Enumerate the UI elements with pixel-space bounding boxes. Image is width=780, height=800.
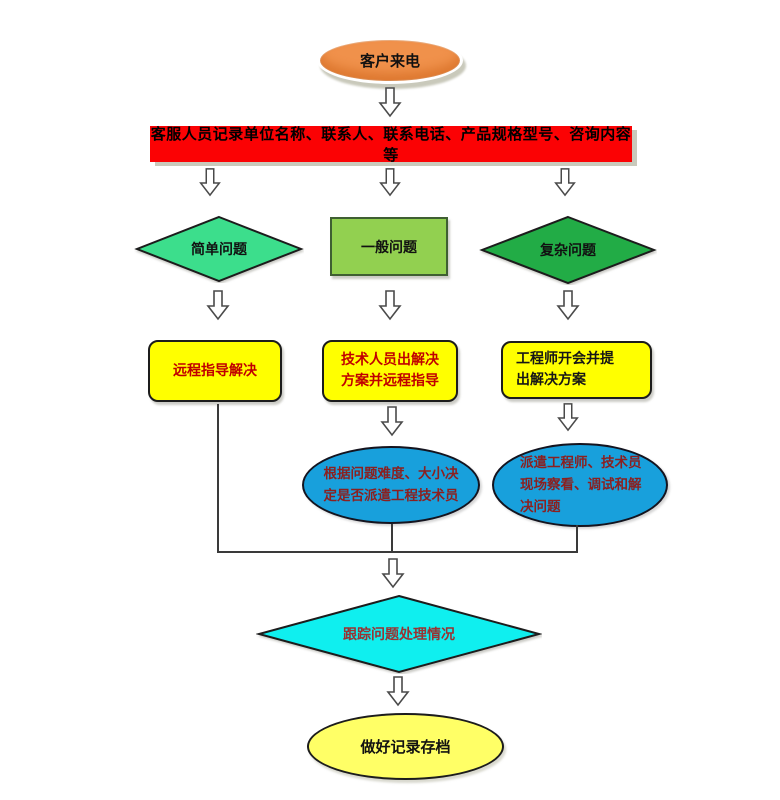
connector-horizontal bbox=[217, 551, 578, 553]
down-arrow-icon bbox=[378, 290, 402, 321]
down-arrow-icon bbox=[379, 168, 401, 197]
general-problem-node: 一般问题 bbox=[330, 217, 448, 276]
track-progress-diamond bbox=[256, 594, 542, 674]
down-arrow-icon bbox=[554, 168, 576, 197]
dispatch-engineer-node: 派遣工程师、技术员 现场察看、调试和解 决问题 bbox=[492, 443, 668, 527]
engineer-meeting-node: 工程师开会并提 出解决方案 bbox=[501, 341, 652, 399]
tech-solution-line2: 方案并远程指导 bbox=[341, 373, 439, 389]
start-node-customer-call: 客户来电 bbox=[317, 37, 463, 84]
decide-dispatch-node: 根据问题难度、大小决 定是否派遣工程技术员 bbox=[302, 446, 480, 524]
archive-record-node: 做好记录存档 bbox=[307, 713, 504, 780]
remote-guidance-node: 远程指导解决 bbox=[148, 340, 282, 402]
tech-solution-node: 技术人员出解决 方案并远程指导 bbox=[322, 340, 458, 402]
dispatch-line2: 现场察看、调试和解 bbox=[520, 477, 642, 493]
connector-left-vertical bbox=[217, 404, 219, 552]
down-arrow-icon bbox=[380, 406, 404, 437]
down-arrow-icon bbox=[381, 558, 405, 589]
simple-problem-diamond bbox=[134, 215, 304, 283]
down-arrow-icon bbox=[378, 87, 402, 118]
tech-solution-line1: 技术人员出解决 bbox=[341, 352, 439, 368]
down-arrow-icon bbox=[386, 676, 410, 707]
dispatch-line1: 派遣工程师、技术员 bbox=[520, 455, 642, 471]
down-arrow-icon bbox=[556, 290, 580, 321]
track-progress-label: 跟踪问题处理情况 bbox=[343, 627, 455, 643]
down-arrow-icon bbox=[206, 290, 230, 321]
complex-problem-diamond bbox=[479, 215, 657, 285]
engineer-meeting-line2: 出解决方案 bbox=[516, 372, 586, 388]
record-info-node: 客服人员记录单位名称、联系人、联系电话、产品规格型号、咨询内容等 bbox=[150, 125, 632, 164]
dispatch-line3: 决问题 bbox=[520, 499, 561, 515]
down-arrow-icon bbox=[557, 403, 579, 432]
connector-right-vertical bbox=[576, 525, 578, 552]
complex-problem-label: 复杂问题 bbox=[540, 243, 596, 259]
decide-line1: 根据问题难度、大小决 bbox=[323, 466, 459, 482]
simple-problem-label: 简单问题 bbox=[191, 242, 247, 258]
down-arrow-icon bbox=[199, 168, 221, 197]
decide-line2: 定是否派遣工程技术员 bbox=[323, 488, 459, 504]
engineer-meeting-line1: 工程师开会并提 bbox=[516, 351, 614, 367]
connector-mid-vertical bbox=[391, 524, 393, 552]
